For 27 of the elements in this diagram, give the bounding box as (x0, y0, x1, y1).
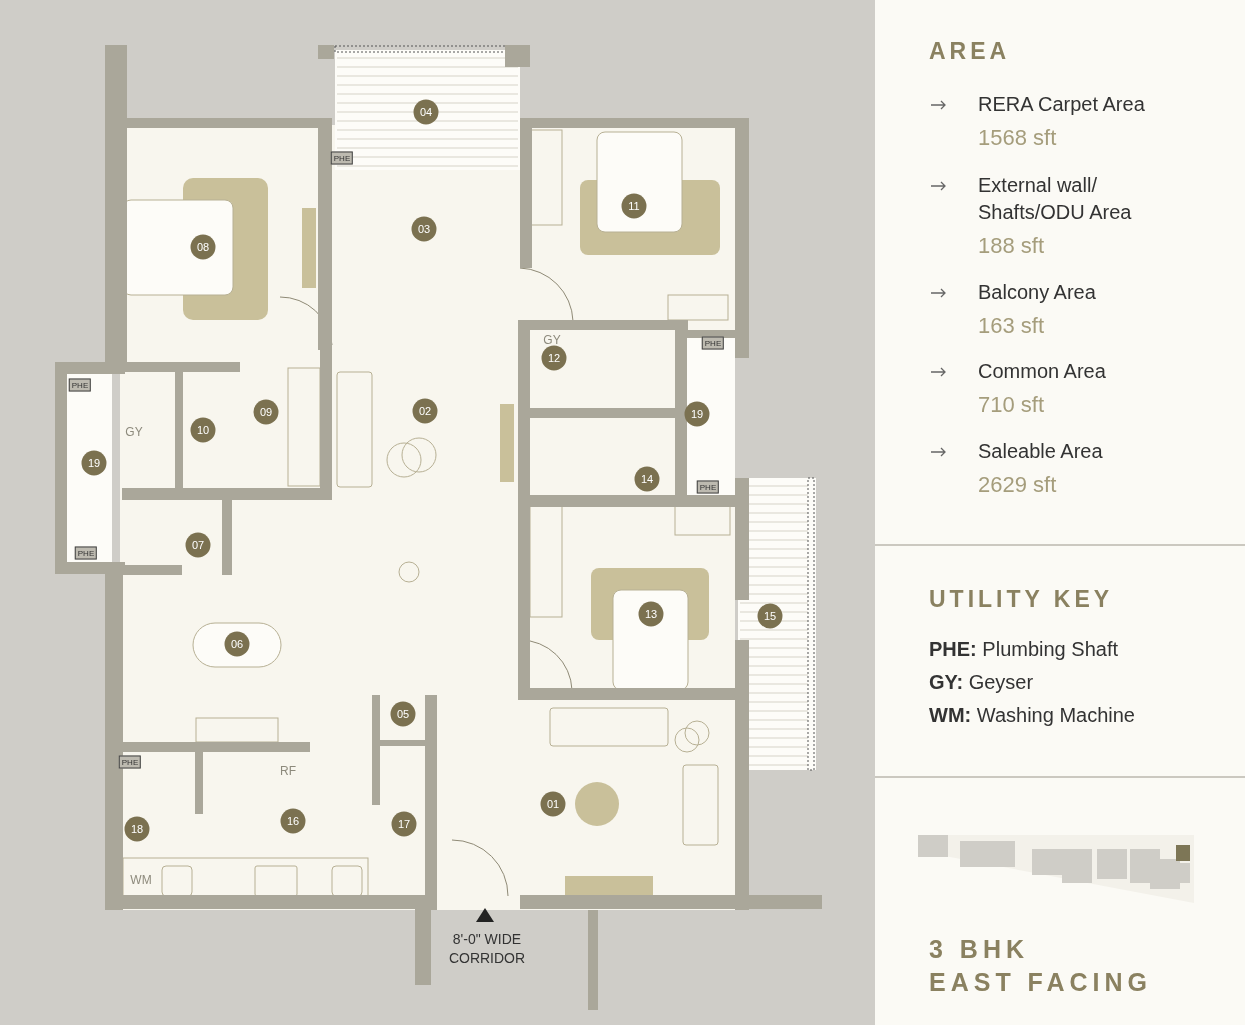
area-value: 710 sft (978, 392, 1045, 418)
shaft-label: PHE (118, 755, 142, 769)
plan-title: 3 BHK EAST FACING (929, 934, 1153, 998)
area-name: Balcony Area (978, 280, 1097, 305)
area-name: Saleable Area (978, 439, 1104, 464)
shaft-label: PHE (68, 378, 92, 392)
section-heading: UTILITY KEY (929, 586, 1114, 613)
corridor-label: 8'-0" WIDE CORRIDOR (447, 930, 527, 968)
shaft-label: PHE (701, 336, 725, 350)
area-value: 188 sft (978, 233, 1045, 259)
key-entry: PHE: Plumbing Shaft (929, 638, 1118, 661)
fixture-label: GY (543, 333, 561, 347)
shaft-label: PHE (74, 546, 98, 560)
area-value: 1568 sft (978, 125, 1057, 151)
fixture-label: RF (280, 764, 296, 778)
fixture-label: WM (130, 873, 152, 887)
area-value: 2629 sft (978, 472, 1057, 498)
fixture-label: GY (125, 425, 143, 439)
shaft-label: PHE (696, 480, 720, 494)
shaft-label: PHE (330, 151, 354, 165)
key-entry: WM: Washing Machine (929, 704, 1135, 727)
area-value: 163 sft (978, 313, 1045, 339)
key-entry: GY: Geyser (929, 671, 1034, 694)
area-name: Common Area (978, 359, 1107, 384)
area-name: External wall/ Shafts/ODU Area (978, 173, 1133, 225)
area-name: RERA Carpet Area (978, 92, 1146, 117)
section-heading: AREA (929, 38, 1011, 65)
